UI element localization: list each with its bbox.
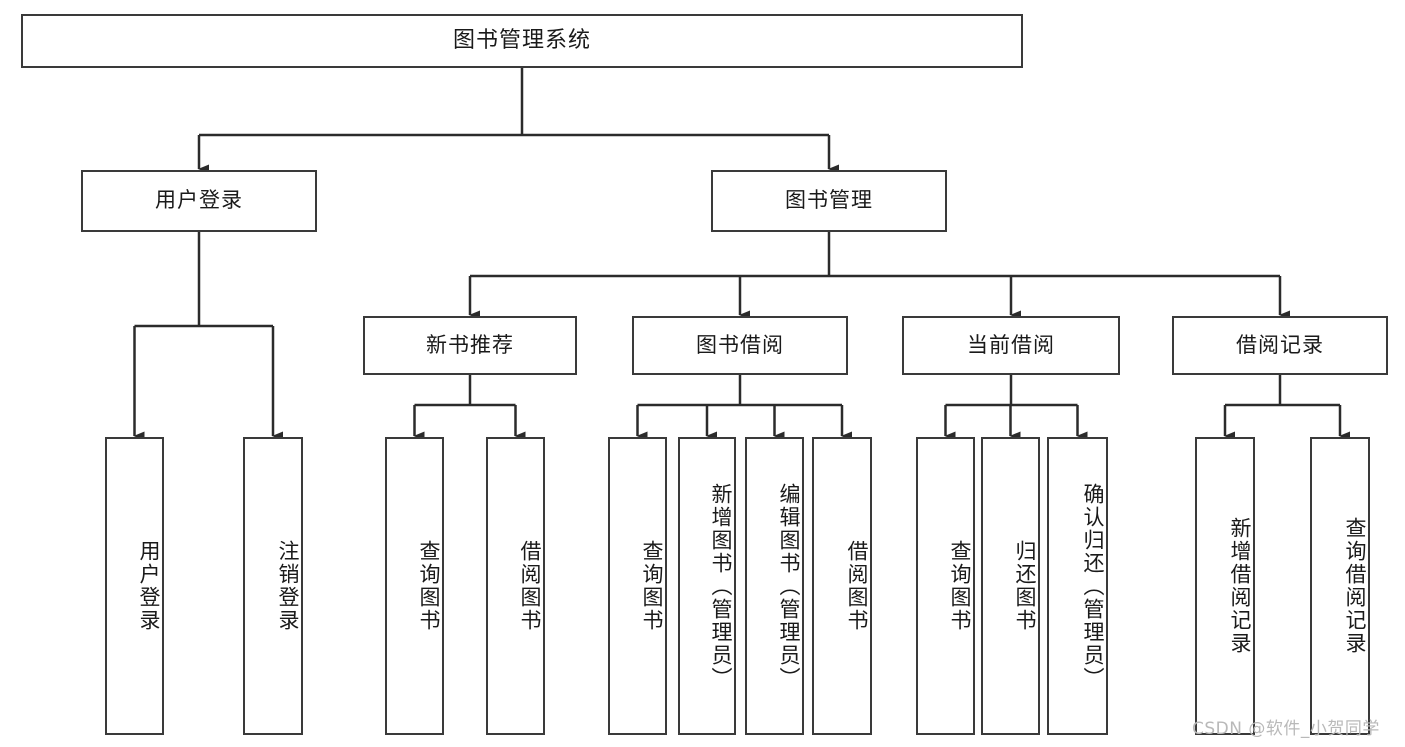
node-root[interactable]: 图书管理系统 bbox=[21, 14, 1023, 68]
node-leaf-user-login[interactable]: 用户登录 bbox=[105, 437, 164, 735]
node-user-login[interactable]: 用户登录 bbox=[81, 170, 317, 232]
node-new-book-rec[interactable]: 新书推荐 bbox=[363, 316, 577, 375]
node-label: 确认归还（管理员） bbox=[1081, 482, 1105, 690]
node-label: 新增借阅记录 bbox=[1228, 517, 1252, 655]
node-label: 注销登录 bbox=[276, 540, 300, 632]
node-leaf-rec-query2[interactable]: 查询借阅记录 bbox=[1310, 437, 1370, 735]
node-label: 查询图书 bbox=[417, 540, 441, 632]
node-leaf-cur-confirm[interactable]: 确认归还（管理员） bbox=[1047, 437, 1108, 735]
node-label: 查询图书 bbox=[640, 540, 664, 632]
node-leaf-user-logout[interactable]: 注销登录 bbox=[243, 437, 303, 735]
node-label: 借阅图书 bbox=[518, 540, 542, 632]
node-book-borrow[interactable]: 图书借阅 bbox=[632, 316, 848, 375]
watermark-label: CSDN @软件_小贺同学 bbox=[1192, 719, 1380, 739]
node-label: 当前借阅 bbox=[967, 332, 1055, 357]
node-label: 借阅图书 bbox=[845, 540, 869, 632]
node-leaf-borrow-add[interactable]: 新增图书（管理员） bbox=[678, 437, 736, 735]
node-label: 归还图书 bbox=[1013, 540, 1037, 632]
node-leaf-rec-query[interactable]: 查询图书 bbox=[385, 437, 444, 735]
node-leaf-cur-query[interactable]: 查询图书 bbox=[916, 437, 975, 735]
node-leaf-borrow-lend[interactable]: 借阅图书 bbox=[812, 437, 872, 735]
node-current-borrow[interactable]: 当前借阅 bbox=[902, 316, 1120, 375]
node-leaf-cur-return[interactable]: 归还图书 bbox=[981, 437, 1040, 735]
node-label: 新书推荐 bbox=[426, 332, 514, 357]
node-label: 图书管理 bbox=[785, 188, 873, 213]
node-label: 用户登录 bbox=[155, 188, 243, 213]
node-leaf-rec-borrow[interactable]: 借阅图书 bbox=[486, 437, 545, 735]
node-leaf-borrow-query[interactable]: 查询图书 bbox=[608, 437, 667, 735]
node-label: 查询借阅记录 bbox=[1343, 517, 1367, 655]
node-label: 新增图书（管理员） bbox=[709, 482, 733, 690]
node-label: 借阅记录 bbox=[1236, 332, 1324, 357]
node-label: 查询图书 bbox=[948, 540, 972, 632]
node-label: 编辑图书（管理员） bbox=[777, 482, 801, 690]
node-book-manage[interactable]: 图书管理 bbox=[711, 170, 947, 232]
node-leaf-borrow-edit[interactable]: 编辑图书（管理员） bbox=[745, 437, 804, 735]
node-leaf-rec-add[interactable]: 新增借阅记录 bbox=[1195, 437, 1255, 735]
node-label: 用户登录 bbox=[137, 540, 161, 632]
edge-group bbox=[133, 68, 1350, 441]
node-label: 图书管理系统 bbox=[452, 27, 591, 53]
node-label: 图书借阅 bbox=[696, 332, 784, 357]
node-borrow-record[interactable]: 借阅记录 bbox=[1172, 316, 1388, 375]
